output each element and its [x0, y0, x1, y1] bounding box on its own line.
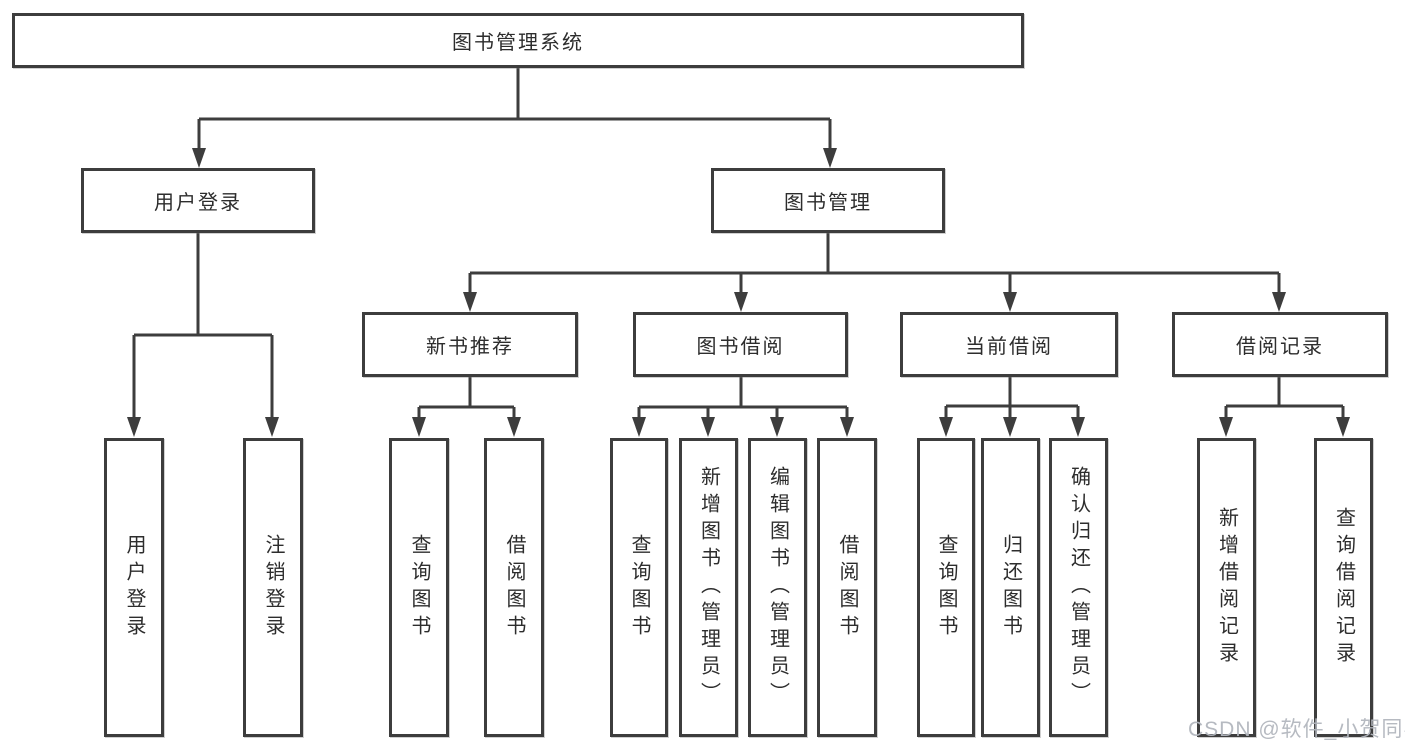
leaf-borrowing-query-books: 查询图书 — [610, 438, 668, 737]
leaf-logout-login: 注销登录 — [243, 438, 303, 737]
node-new-book-recommend: 新书推荐 — [362, 312, 578, 377]
node-user-login: 用户登录 — [81, 168, 315, 233]
node-current-borrowing: 当前借阅 — [900, 312, 1118, 377]
leaf-records-add-borrow-record: 新增借阅记录 — [1197, 438, 1256, 737]
node-library-system: 图书管理系统 — [12, 13, 1024, 68]
leaf-current-query-books: 查询图书 — [917, 438, 975, 737]
node-borrow-records: 借阅记录 — [1172, 312, 1388, 377]
csdn-watermark: CSDN @软件_小贺同学 — [1188, 718, 1405, 741]
leaf-records-query-borrow-record: 查询借阅记录 — [1314, 438, 1373, 737]
node-book-management: 图书管理 — [711, 168, 945, 233]
leaf-recommend-query-books: 查询图书 — [389, 438, 449, 737]
leaf-user-login: 用户登录 — [104, 438, 164, 737]
leaf-recommend-borrow-books: 借阅图书 — [484, 438, 544, 737]
leaf-borrowing-edit-books-admin: 编辑图书（管理员） — [748, 438, 807, 737]
leaf-current-return-books: 归还图书 — [981, 438, 1040, 737]
leaf-borrowing-add-books-admin: 新增图书（管理员） — [679, 438, 738, 737]
node-book-borrowing: 图书借阅 — [633, 312, 848, 377]
leaf-current-confirm-return-admin: 确认归还（管理员） — [1049, 438, 1108, 737]
arrowheads — [127, 148, 1350, 437]
leaf-borrowing-borrow-books: 借阅图书 — [817, 438, 877, 737]
